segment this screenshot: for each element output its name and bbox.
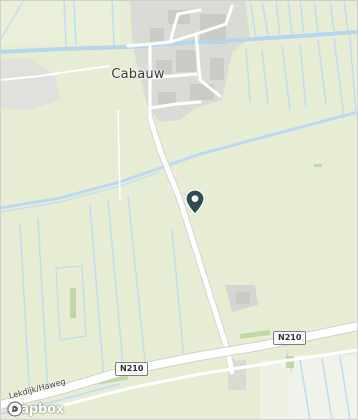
land-patch xyxy=(0,0,120,45)
canal xyxy=(0,171,161,213)
park xyxy=(70,164,322,385)
canal xyxy=(0,110,358,210)
service-road xyxy=(59,348,358,408)
local-road xyxy=(147,115,235,375)
road-shield-n210: N210 xyxy=(273,331,307,345)
minor-road xyxy=(117,109,121,201)
mapbox-logo-icon xyxy=(7,401,23,417)
minor-road xyxy=(0,65,111,81)
ditches xyxy=(19,0,357,420)
village-streets xyxy=(126,4,234,120)
road-shield-n210: N210 xyxy=(115,362,149,376)
urban-area xyxy=(0,58,60,110)
highway-n210 xyxy=(0,322,358,409)
location-pin-icon[interactable] xyxy=(185,189,205,215)
mapbox-logo[interactable]: mapbox xyxy=(7,401,64,417)
place-label: Cabauw xyxy=(111,67,165,82)
